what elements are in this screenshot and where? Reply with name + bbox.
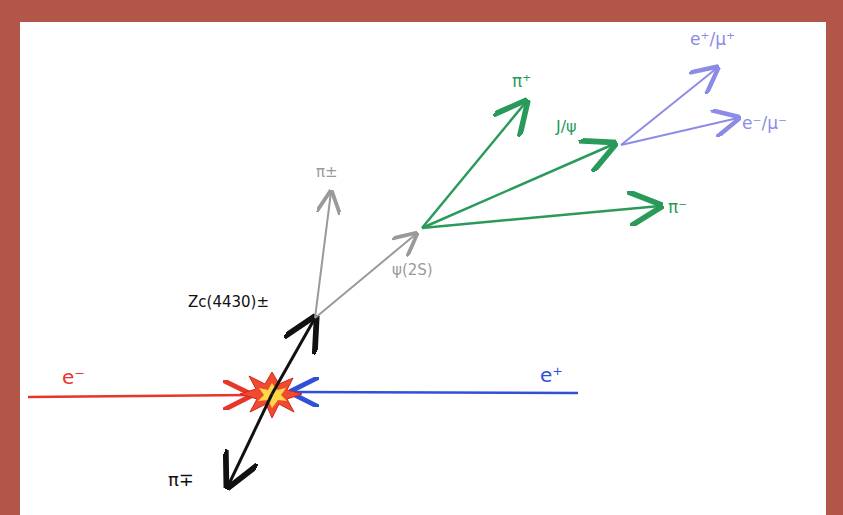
pion-track: [315, 192, 331, 318]
pion-track: [422, 206, 660, 228]
particle-label: ψ(2S): [392, 262, 433, 279]
particle-label: π⁺: [512, 72, 531, 91]
jpsi-track: [422, 144, 614, 228]
particle-label: J/ψ: [556, 118, 577, 136]
positron-beam: [292, 392, 578, 393]
particle-label: π∓: [168, 470, 194, 490]
pion-track: [422, 102, 526, 228]
particle-label: Zc(4430)±: [188, 294, 269, 311]
particle-label: e⁺/μ⁺: [690, 30, 735, 49]
pion-track: [228, 394, 272, 486]
canvas-ground: [20, 22, 826, 515]
particle-label: e⁻/μ⁻: [742, 114, 787, 133]
particle-label: π⁻: [668, 198, 687, 217]
zc-track: [272, 318, 315, 394]
electron-beam: [28, 395, 250, 397]
particle-label: e⁻: [62, 366, 85, 388]
lepton-track: [621, 118, 738, 145]
particle-label: π±: [316, 164, 338, 181]
particle-label: e⁺: [540, 364, 563, 386]
